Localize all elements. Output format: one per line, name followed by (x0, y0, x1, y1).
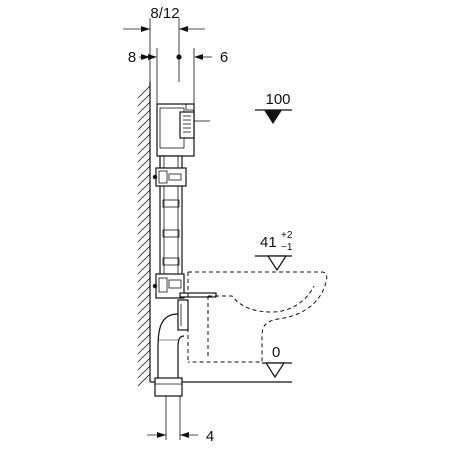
hatch-line (137, 181, 151, 195)
hatch-line (137, 373, 151, 387)
hatch-line (137, 317, 151, 331)
hatch-line (137, 133, 151, 147)
axis-dot (176, 54, 182, 60)
hatch-line (137, 333, 151, 347)
right-offset-label: 6 (220, 49, 228, 66)
bottom-offset-label: 4 (206, 428, 214, 445)
hatch-line (137, 125, 151, 139)
top-offset-label: 8/12 (150, 5, 179, 22)
seat-tolerance-plus: +2 (281, 230, 293, 241)
hatch-line (137, 173, 151, 187)
seat-tolerance-minus: −1 (281, 242, 293, 253)
hatch-line (137, 229, 151, 243)
level-seat: 41 +2 −1 (255, 230, 293, 272)
hatch-line (137, 301, 151, 315)
hatch-line (137, 261, 151, 275)
hatch-line (137, 101, 151, 115)
hatch-line (137, 197, 151, 211)
hatch-line (137, 357, 151, 371)
hatch-line (137, 325, 151, 339)
cistern (156, 103, 210, 157)
bottom-dimension: 4 (147, 396, 214, 445)
top-dimension: 8/12 (123, 5, 205, 82)
hatch-line (137, 93, 151, 107)
hatch-line (137, 285, 151, 299)
flush-height-label: 100 (265, 91, 290, 108)
wc-bowl (187, 271, 328, 363)
hatch-line (137, 157, 151, 171)
hatch-line (137, 109, 151, 123)
hatch-line (137, 141, 151, 155)
hatch-line (137, 117, 151, 131)
hatch-line (137, 349, 151, 363)
hatch-line (137, 189, 151, 203)
hatch-line (137, 365, 151, 379)
drain-pipe (154, 299, 189, 397)
hatch-line (137, 85, 151, 99)
hatch-line (137, 213, 151, 227)
wall-hatching (137, 85, 151, 387)
hatch-line (137, 149, 151, 163)
hatch-line (137, 309, 151, 323)
seat-height-label: 41 (260, 234, 277, 251)
hatch-line (137, 277, 151, 291)
hatch-line (137, 205, 151, 219)
frame (152, 155, 217, 299)
hatch-line (137, 237, 151, 251)
wall (137, 82, 151, 387)
level-flush: 100 (255, 91, 292, 124)
left-offset-label: 8 (128, 49, 136, 66)
hatch-line (137, 221, 151, 235)
hatch-line (137, 165, 151, 179)
hatch-line (137, 269, 151, 283)
level-floor: 0 (262, 344, 292, 379)
hatch-line (137, 341, 151, 355)
floor-level-label: 0 (272, 344, 280, 361)
hatch-line (137, 293, 151, 307)
hatch-line (137, 253, 151, 267)
left-right-dimension: 8 6 (128, 48, 228, 104)
hatch-line (137, 245, 151, 259)
